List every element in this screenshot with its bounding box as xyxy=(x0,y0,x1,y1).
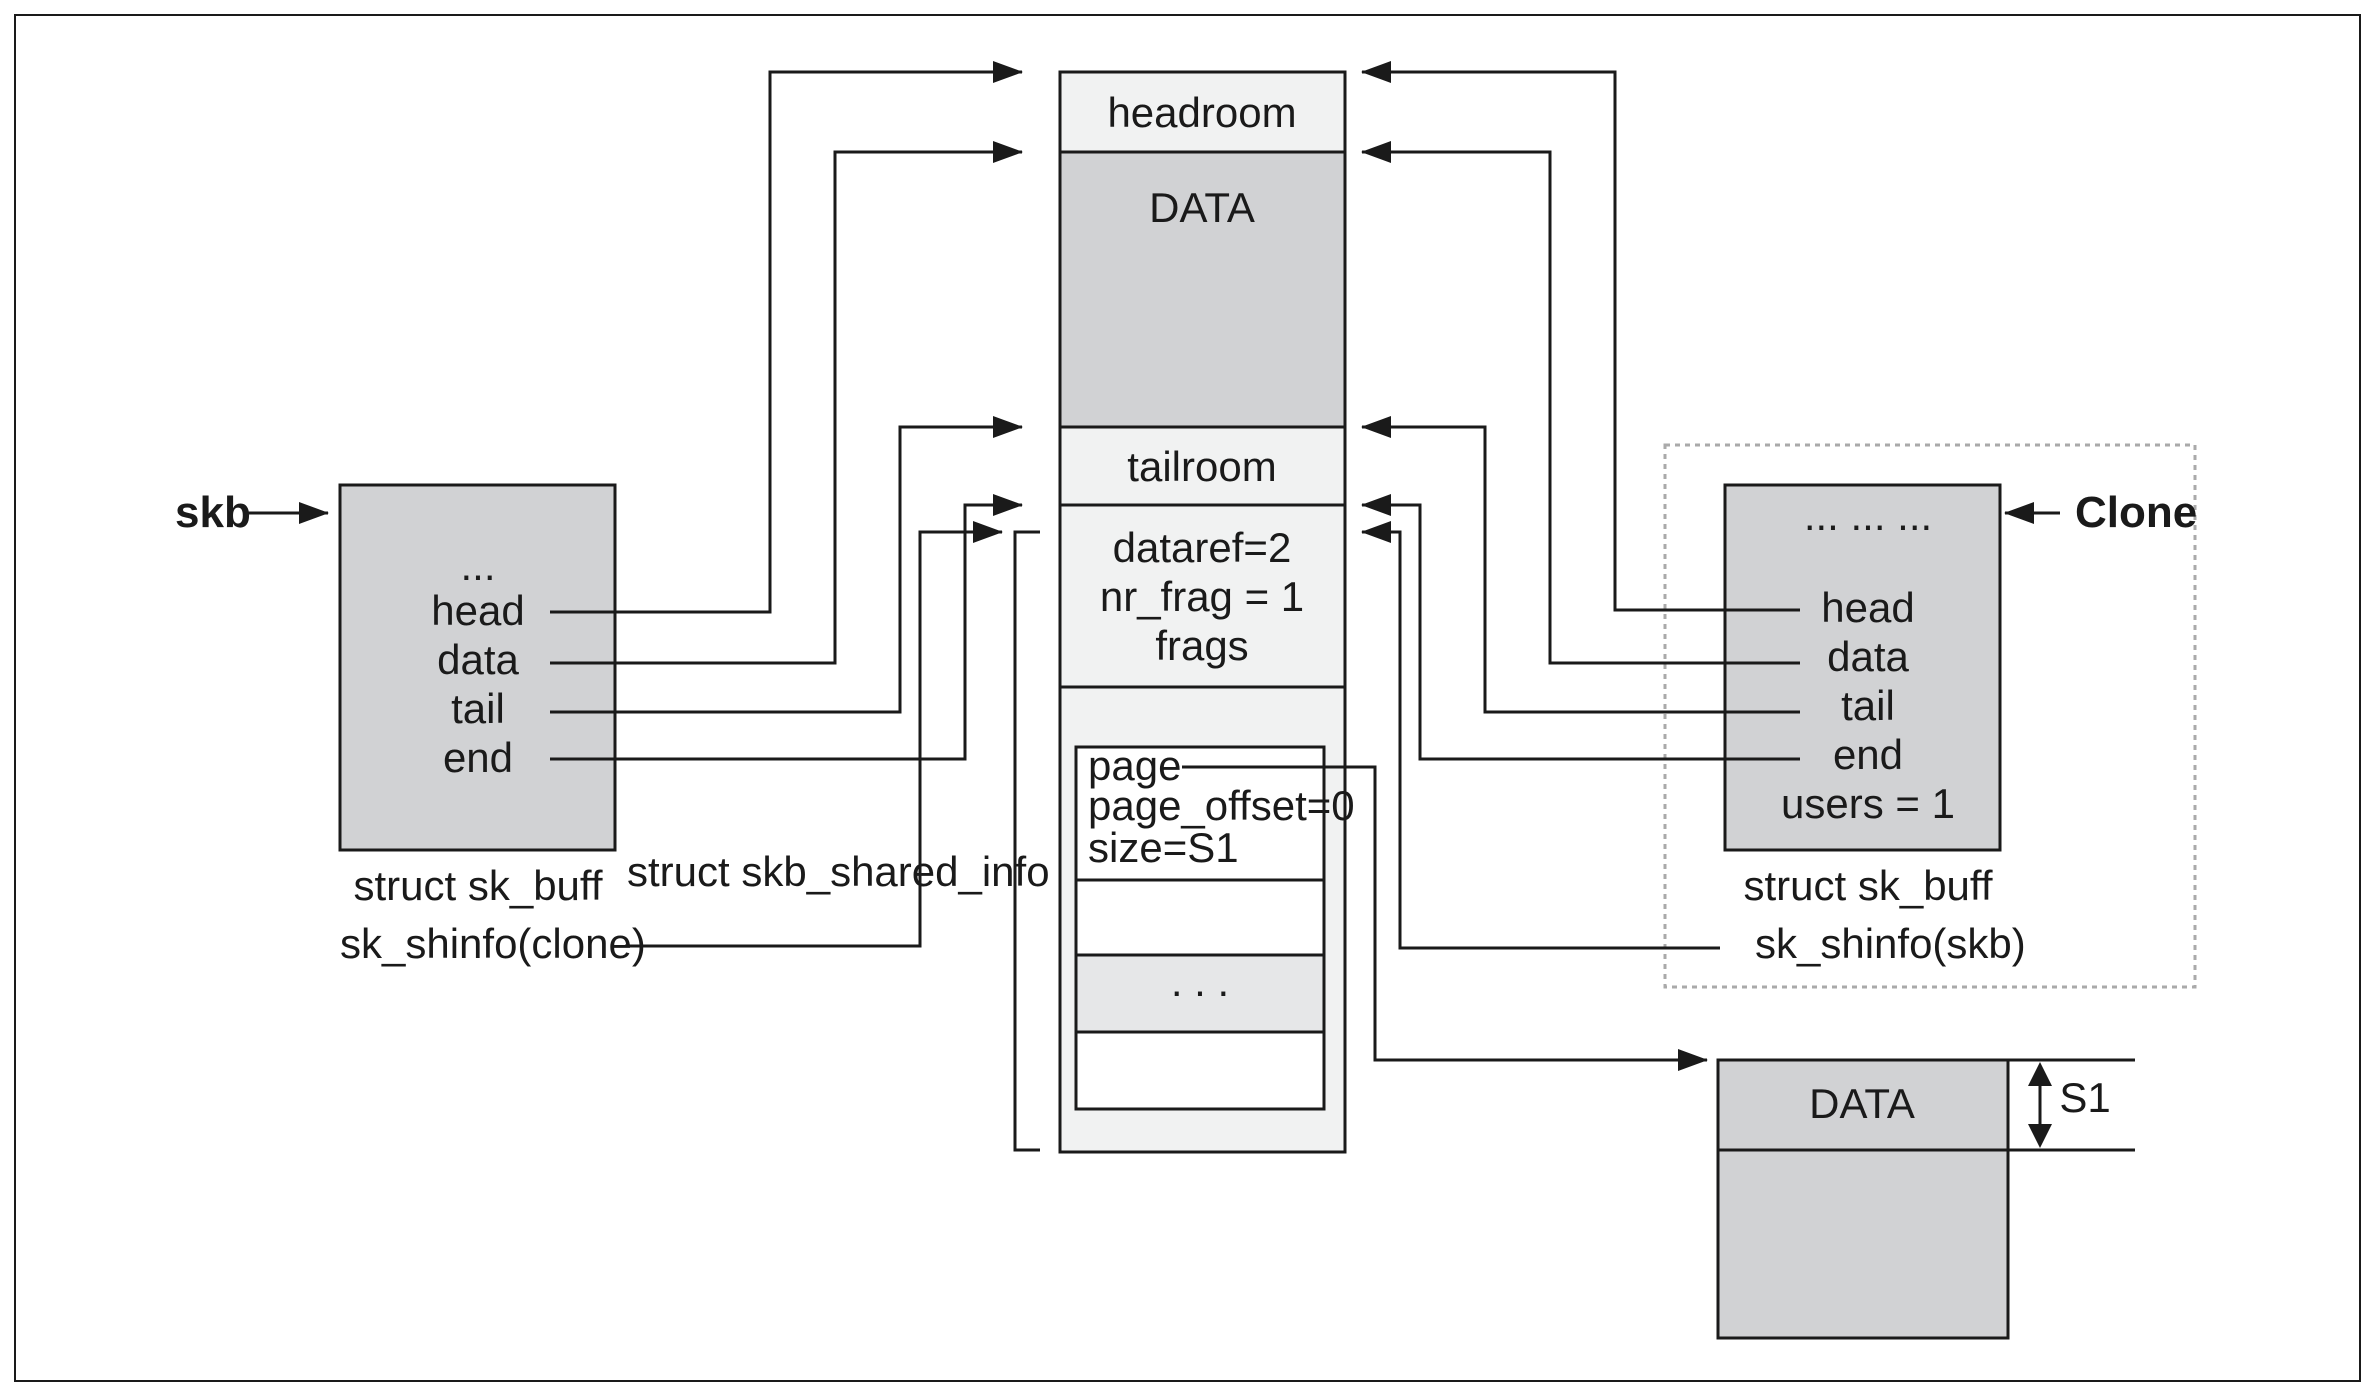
frags-label: frags xyxy=(1155,622,1248,669)
clone-data-arrow xyxy=(1361,141,1800,665)
left-field-end: end xyxy=(443,734,513,781)
clone-dotted-frame xyxy=(1663,443,2197,989)
shared-info-bracket xyxy=(1013,530,1040,1152)
left-field-tail: tail xyxy=(451,685,505,732)
left-skb-box xyxy=(338,483,617,852)
frag-entry-0 xyxy=(1074,745,1326,882)
clone-end-arrow xyxy=(1361,494,1800,761)
clone-field-end: end xyxy=(1833,731,1903,778)
headroom-label: headroom xyxy=(1107,89,1296,136)
data-label: DATA xyxy=(1149,184,1255,231)
frag-size-label: size=S1 xyxy=(1088,824,1239,871)
page-data-label: DATA xyxy=(1809,1080,1915,1127)
clone-pointer-label: Clone xyxy=(2075,488,2197,537)
page-data-block: DATA S1 xyxy=(1716,1058,2135,1340)
clone-shinfo-arrow xyxy=(1361,521,1720,950)
left-field-data: data xyxy=(437,636,519,683)
clone-tail-arrow xyxy=(1361,416,1800,714)
size-s1-label: S1 xyxy=(2059,1074,2110,1121)
left-tail-arrow xyxy=(550,416,1023,714)
page-data-section xyxy=(1716,1058,2010,1152)
page-pointer-arrow xyxy=(1182,765,1708,1071)
tailroom-section xyxy=(1058,425,1347,507)
left-data-arrow xyxy=(550,141,1023,665)
clone-field-tail: tail xyxy=(1841,682,1895,729)
nr-frag-label: nr_frag = 1 xyxy=(1100,573,1304,620)
left-end-arrow xyxy=(550,494,1023,761)
skb-pointer-label: skb xyxy=(175,488,251,537)
clone-field-data: data xyxy=(1827,633,1909,680)
shared-info-header xyxy=(1058,503,1347,689)
dataref-label: dataref=2 xyxy=(1113,524,1292,571)
central-buffer: headroom DATA tailroom dataref=2 nr_frag… xyxy=(1058,70,1355,1154)
clone-field-head: head xyxy=(1821,584,1914,631)
shared-info-struct-label: struct skb_shared_info xyxy=(627,848,1050,895)
clone-head-arrow xyxy=(1361,61,1800,612)
frag-page-offset-label: page_offset=0 xyxy=(1088,782,1355,829)
outer-frame xyxy=(14,14,2361,1382)
frag-page-label: page xyxy=(1088,742,1181,789)
tailroom-label: tailroom xyxy=(1127,443,1276,490)
frag-entry-last xyxy=(1074,1030,1326,1111)
frag-ellipsis-label: . . . xyxy=(1171,958,1229,1005)
clone-shinfo-label: sk_shinfo(skb) xyxy=(1755,920,2026,967)
clone-field-users: users = 1 xyxy=(1781,780,1955,827)
size-arrow-up xyxy=(2028,1062,2052,1086)
left-skb: ... head data tail end struct sk_buff sk… xyxy=(338,483,646,967)
clone-struct-label: struct sk_buff xyxy=(1743,862,1992,909)
left-struct-label: struct sk_buff xyxy=(353,862,602,909)
left-field-head: head xyxy=(431,587,524,634)
size-arrow-down xyxy=(2028,1124,2052,1148)
page-rest-section xyxy=(1716,1148,2010,1340)
frag-entry-1 xyxy=(1074,878,1326,957)
clone-skb-box xyxy=(1723,483,2002,852)
left-skb-ellipsis: ... xyxy=(460,542,495,589)
clone-ellipsis: ... ... ... xyxy=(1804,492,1932,539)
frag-entry-ellipsis xyxy=(1074,953,1326,1034)
left-shinfo-label: sk_shinfo(clone) xyxy=(340,920,646,967)
clone-skb: ... ... ... head data tail end users = 1… xyxy=(1723,483,2026,967)
data-section xyxy=(1058,150,1347,429)
left-shinfo-arrow xyxy=(625,521,1003,948)
left-head-arrow xyxy=(550,61,1023,614)
